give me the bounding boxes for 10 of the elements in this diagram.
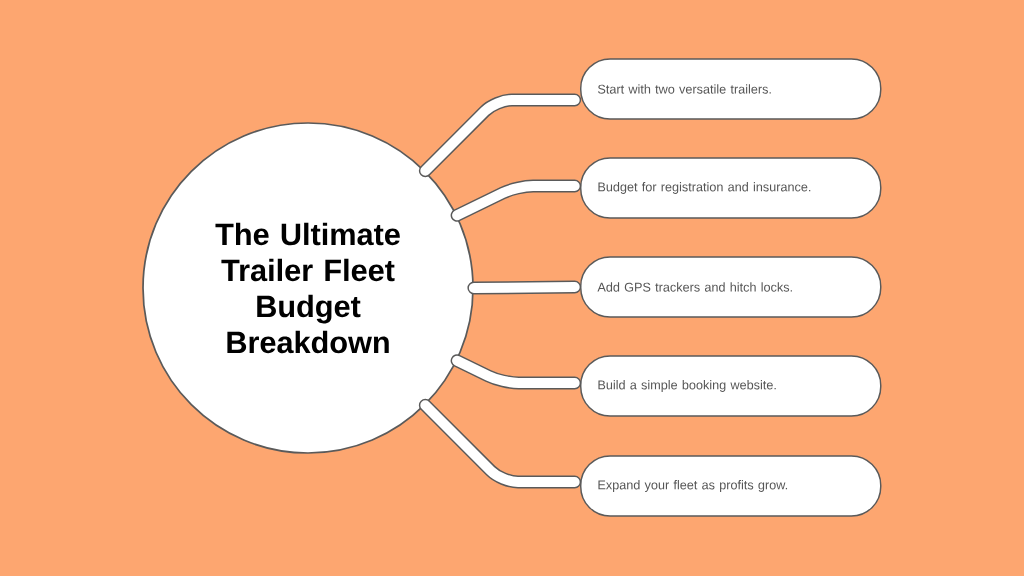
connector-tube	[450, 179, 582, 222]
step-pill: Expand your fleet as profits grow.	[580, 455, 882, 517]
connector-tube	[467, 280, 582, 295]
connector-tube	[450, 354, 582, 390]
step-pill: Start with two versatile trailers.	[580, 58, 882, 120]
step-pill: Add GPS trackers and hitch locks.	[580, 256, 882, 318]
step-pill: Build a simple booking website.	[580, 355, 882, 417]
connector-tube	[418, 398, 582, 489]
connector-tube	[418, 93, 582, 178]
step-pill: Budget for registration and insurance.	[580, 157, 882, 219]
